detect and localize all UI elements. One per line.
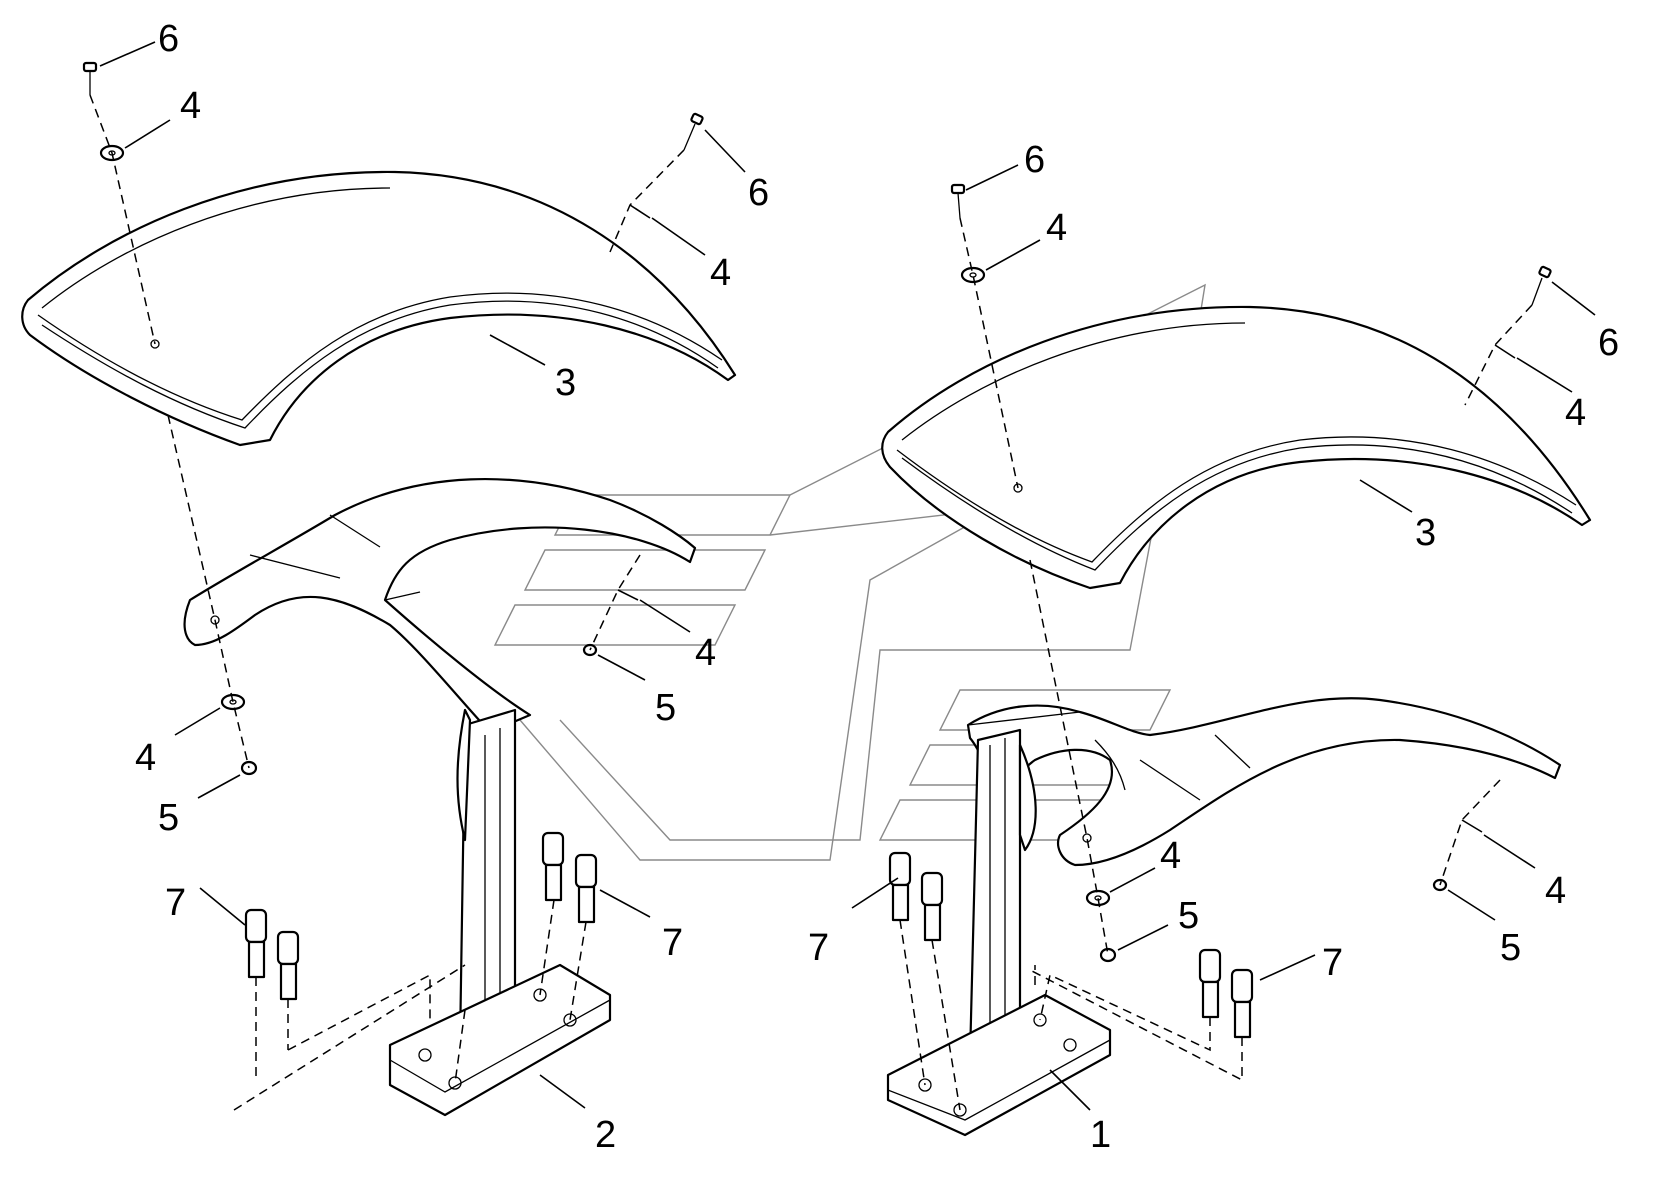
- callout-left-nut-bracket: 5: [655, 687, 676, 729]
- right-mounting-bracket: [886, 697, 1562, 1137]
- callout-left-nut-under: 5: [158, 797, 179, 839]
- left-washer-right: [629, 204, 651, 219]
- left-washer-bracket: [617, 589, 639, 601]
- left-callouts: 6 4 6 4 3 4 5 4 5 7 7 2: [135, 18, 769, 1156]
- right-callouts: 6 4 6 4 3 4 5 4 5 7 7 1: [808, 139, 1619, 1156]
- right-screws-left: [888, 851, 944, 942]
- callout-right-bracket: 1: [1090, 1114, 1111, 1156]
- callout-right-washer-under: 4: [1160, 835, 1181, 877]
- callout-left-washer-under: 4: [135, 737, 156, 779]
- right-assembly: 6 4 6 4 3 4 5 4 5 7 7 1: [808, 139, 1619, 1156]
- callout-right-bolt-right: 6: [1598, 322, 1619, 364]
- callout-left-washer-top: 4: [180, 85, 201, 127]
- right-washer-tip: [1461, 819, 1483, 833]
- left-assembly: 6 4 6 4 3 4 5 4 5 7 7 2: [21, 18, 769, 1156]
- right-fender-panel: [881, 305, 1592, 590]
- left-fender-panel: [21, 170, 737, 447]
- right-assembly-lines: [899, 217, 1533, 1111]
- callout-left-fender: 3: [555, 362, 576, 404]
- callout-right-fender: 3: [1415, 512, 1436, 554]
- callout-left-bolt-right: 6: [748, 172, 769, 214]
- right-nut-under: [1099, 947, 1117, 963]
- right-washer-under: [1085, 889, 1111, 907]
- callout-left-bracket: 2: [595, 1114, 616, 1156]
- callout-left-bolt-top: 6: [158, 18, 179, 60]
- right-washer-top: [960, 266, 986, 284]
- left-washer-under: [220, 693, 246, 711]
- left-bolt-top: [82, 61, 98, 95]
- left-leader-lines: [99, 41, 746, 1109]
- callout-left-screws-left: 7: [165, 882, 186, 924]
- left-screws-right: [541, 831, 598, 924]
- callout-right-washer-tip: 4: [1545, 870, 1566, 912]
- right-washer-right: [1494, 344, 1516, 359]
- left-bolt-right: [683, 112, 704, 151]
- left-screws-left: [244, 908, 300, 1001]
- left-assembly-lines: [89, 94, 685, 1111]
- callout-right-nut-under: 5: [1178, 895, 1199, 937]
- callout-right-bolt-top: 6: [1024, 139, 1045, 181]
- left-mounting-bracket: [183, 477, 697, 1117]
- callout-right-nut-tip: 5: [1500, 927, 1521, 969]
- callout-right-screws-right: 7: [1322, 942, 1343, 984]
- callout-right-screws-left: 7: [808, 927, 829, 969]
- callout-right-washer-right: 4: [1565, 392, 1586, 434]
- right-bolt-right: [1531, 265, 1552, 306]
- callout-left-washer-right: 4: [710, 252, 731, 294]
- callout-left-washer-bracket: 4: [695, 632, 716, 674]
- callout-left-screws-right: 7: [662, 922, 683, 964]
- callout-right-washer-top: 4: [1046, 207, 1067, 249]
- right-leader-lines: [851, 164, 1596, 1111]
- right-screws-right: [1198, 948, 1254, 1039]
- right-bolt-top: [950, 183, 966, 219]
